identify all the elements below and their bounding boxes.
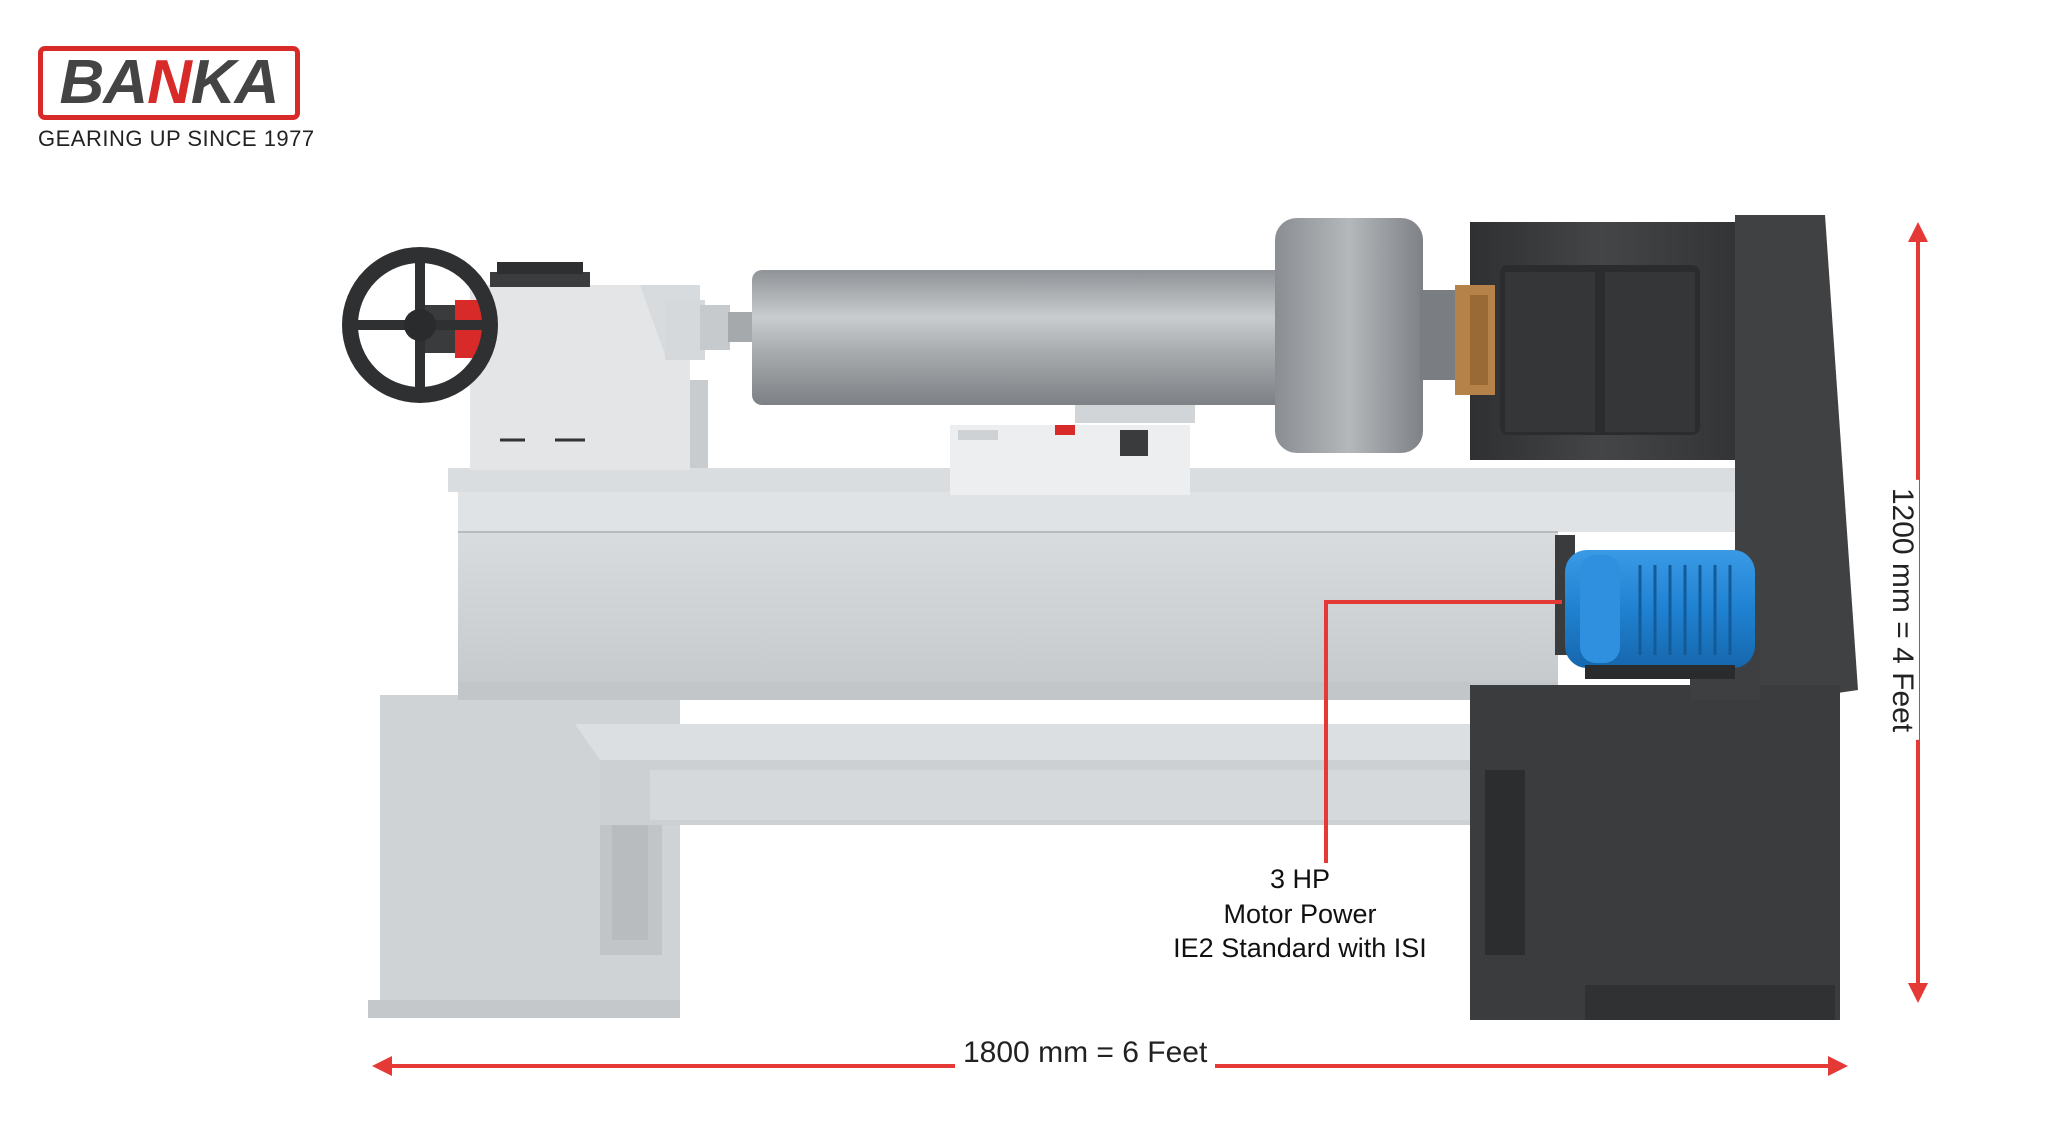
chip-tray bbox=[575, 724, 1530, 825]
brand-logo: BANKA GEARING UP SINCE 1977 bbox=[38, 46, 315, 152]
callout-standard: IE2 Standard with ISI bbox=[1173, 933, 1427, 964]
carriage bbox=[950, 405, 1195, 495]
logo-tagline: GEARING UP SINCE 1977 bbox=[38, 126, 315, 151]
spindle-nose bbox=[700, 305, 758, 350]
callout-power: 3 HP bbox=[1269, 864, 1331, 894]
handwheel bbox=[342, 247, 498, 403]
gearbox-housing bbox=[1470, 215, 1858, 1020]
lathe-bed bbox=[448, 468, 1748, 700]
motor-callout-leader bbox=[1324, 600, 1562, 863]
drum-roll bbox=[752, 218, 1480, 453]
motor-callout: 3 HP Motor Power IE2 Standard with ISI bbox=[1150, 862, 1450, 966]
headstock bbox=[470, 262, 708, 470]
motor bbox=[1555, 535, 1755, 679]
logo-wordmark: BANKA bbox=[59, 48, 280, 117]
callout-title: Motor Power bbox=[1223, 898, 1377, 929]
width-dimension-label: 1800 mm = 6 Feet bbox=[955, 1036, 1216, 1070]
logo-frame: BANKA bbox=[38, 46, 300, 120]
height-dimension-label: 1200 mm = 4 Feet bbox=[1885, 479, 1919, 741]
coupling bbox=[1455, 285, 1495, 395]
